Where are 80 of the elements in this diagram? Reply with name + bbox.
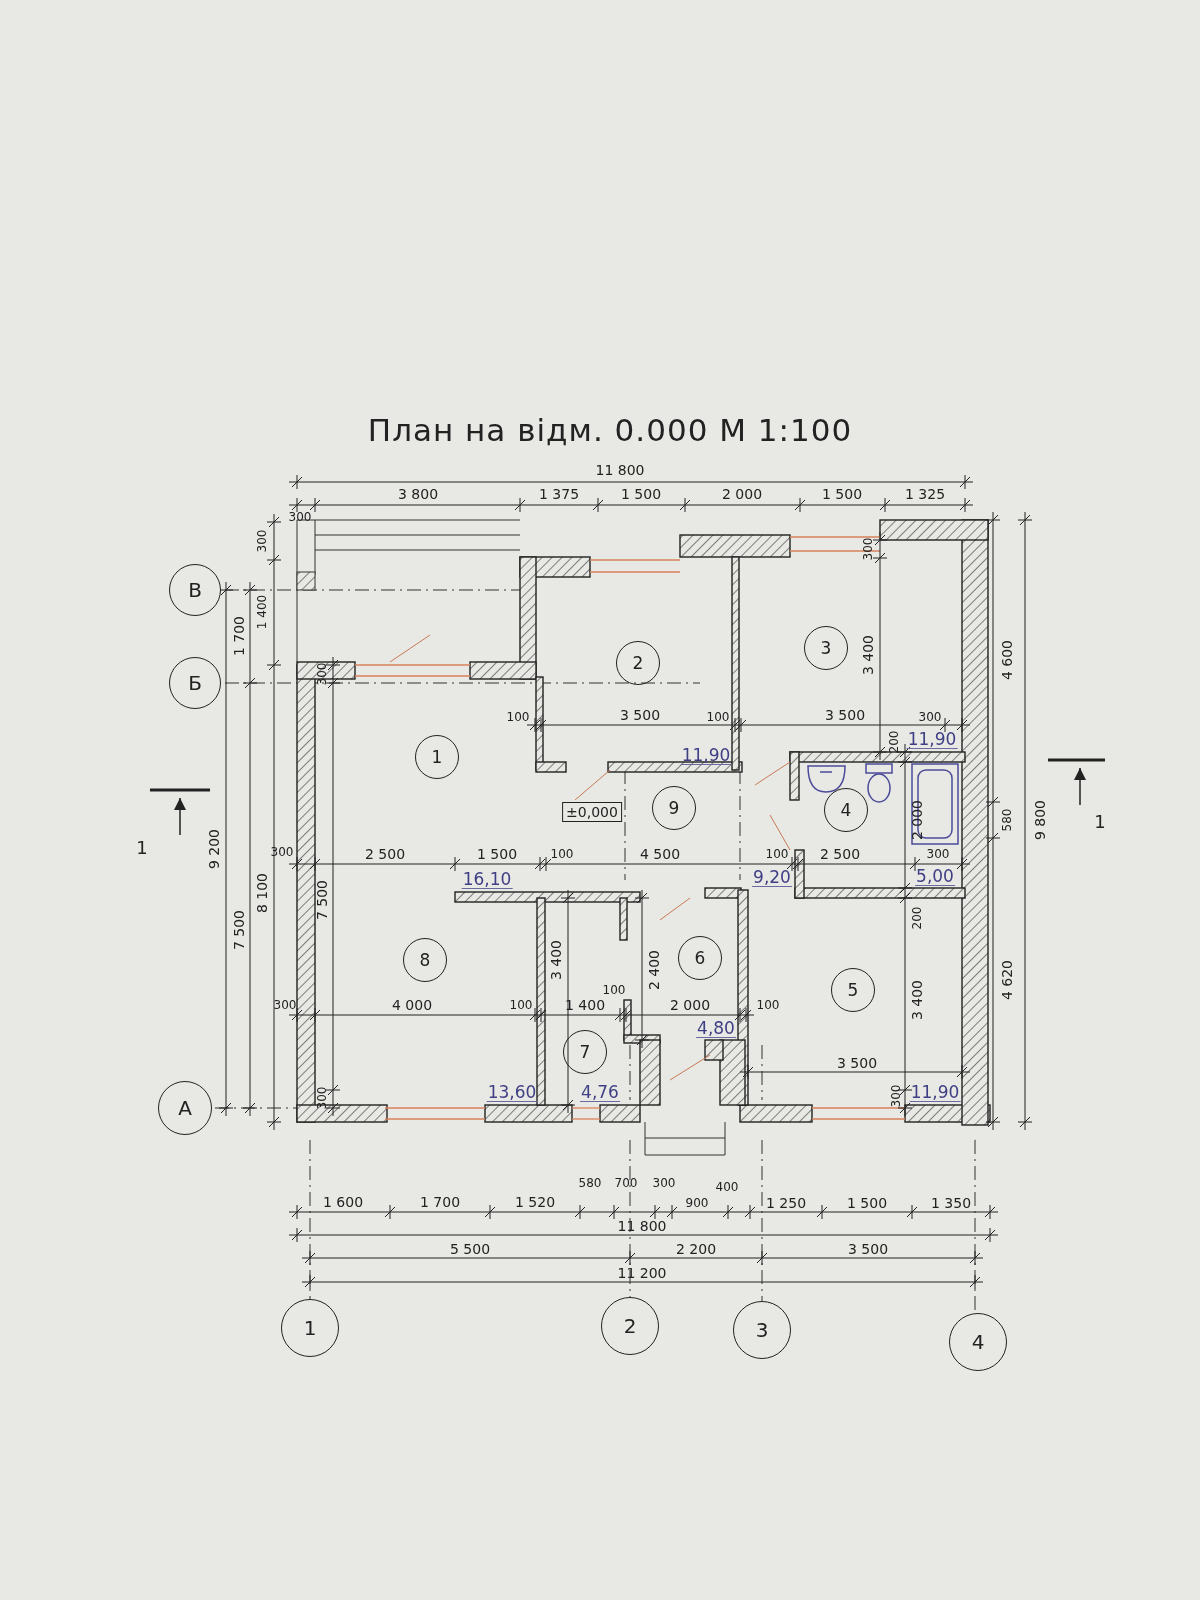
dimension-text: 3 500	[836, 1056, 878, 1070]
dimension-text: 4 620	[1000, 959, 1014, 1001]
dimension-text: 100	[550, 848, 574, 860]
room-area-text: 4,80	[696, 1020, 736, 1038]
dimension-text: 700	[614, 1177, 638, 1189]
axis-marker-circle: 1	[281, 1299, 339, 1357]
dimension-text: 3 800	[397, 487, 439, 501]
dimension-text: 100	[509, 999, 533, 1011]
dimension-text: 11 800	[617, 1219, 667, 1233]
dimension-text: 300	[273, 999, 297, 1011]
dimension-text: 300	[926, 848, 950, 860]
section-mark-number: 1	[1094, 813, 1106, 831]
room-area-text: 9,20	[752, 869, 792, 887]
dimension-text: 11 800	[595, 463, 645, 477]
dimension-text: 3 500	[824, 708, 866, 722]
dimension-text: 1 350	[930, 1196, 972, 1210]
dimension-text: 4 600	[1000, 639, 1014, 681]
dimension-text: 580	[1001, 808, 1013, 832]
dimension-text: 1 520	[514, 1195, 556, 1209]
dimension-text: 8 100	[255, 872, 269, 914]
dimension-text: 1 325	[904, 487, 946, 501]
dimension-text: 580	[578, 1177, 602, 1189]
dimension-text: 300	[890, 1084, 902, 1108]
room-area-text: 11,90	[680, 747, 732, 765]
dimension-text: 100	[706, 711, 730, 723]
dimension-text: 100	[506, 711, 530, 723]
room-area-text: 16,10	[461, 871, 513, 889]
dimension-text: 2 500	[364, 847, 406, 861]
dimension-text: 300	[316, 1086, 328, 1110]
dimension-text: 300	[256, 529, 268, 553]
room-area-text: 4,76	[580, 1084, 620, 1102]
axis-marker-circle: 4	[949, 1313, 1007, 1371]
room-area-text: 11,90	[909, 1084, 961, 1102]
dimension-text: 2 000	[669, 998, 711, 1012]
dimension-text: 2 200	[675, 1242, 717, 1256]
dimension-text: 200	[911, 906, 923, 930]
dimension-text: 3 500	[847, 1242, 889, 1256]
dimension-text: 100	[765, 848, 789, 860]
dimension-text: 1 375	[538, 487, 580, 501]
axis-marker-circle: А	[158, 1081, 212, 1135]
dimension-text: 1 400	[256, 594, 268, 630]
dimension-text: 2 000	[910, 799, 924, 841]
dimension-text: 1 500	[620, 487, 662, 501]
room-area-text: 5,00	[915, 868, 955, 886]
dimension-text: 9 800	[1033, 799, 1047, 841]
dimension-text: 300	[288, 511, 312, 523]
plan-title: План на відм. 0.000 М 1:100	[366, 412, 854, 448]
dimension-text: 1 500	[821, 487, 863, 501]
dimension-text: 7 500	[315, 879, 329, 921]
axis-marker-circle: 2	[601, 1297, 659, 1355]
dimension-text: 100	[602, 984, 626, 996]
dimension-text: 2 000	[721, 487, 763, 501]
axis-marker-circle: 3	[733, 1301, 791, 1359]
elevation-mark: ±0,000	[562, 802, 622, 822]
dimension-text: 9 200	[207, 828, 221, 870]
dimension-text: 1 600	[322, 1195, 364, 1209]
dimension-text: 300	[918, 711, 942, 723]
dimension-text: 100	[756, 999, 780, 1011]
dimension-text: 1 700	[232, 615, 246, 657]
section-mark-number: 1	[136, 839, 148, 857]
room-area-text: 13,60	[486, 1084, 538, 1102]
dimension-text: 900	[685, 1197, 709, 1209]
dimension-text: 300	[270, 846, 294, 858]
dimension-text: 1 250	[765, 1196, 807, 1210]
dimension-text: 4 500	[639, 847, 681, 861]
axis-marker-circle: В	[169, 564, 221, 616]
dimension-text: 200	[888, 730, 900, 754]
dimension-text: 11 200	[617, 1266, 667, 1280]
dimension-text: 1 700	[419, 1195, 461, 1209]
axis-marker-circle: Б	[169, 657, 221, 709]
dimension-text: 1 500	[476, 847, 518, 861]
dimension-text: 1 400	[564, 998, 606, 1012]
dimension-text: 300	[316, 662, 328, 686]
room-area-text: 11,90	[906, 731, 958, 749]
dimension-text: 1 500	[846, 1196, 888, 1210]
dimension-text: 300	[862, 537, 874, 561]
dimension-text: 400	[715, 1181, 739, 1193]
dimension-text: 5 500	[449, 1242, 491, 1256]
dimension-text: 300	[652, 1177, 676, 1189]
dimension-text: 7 500	[232, 909, 246, 951]
